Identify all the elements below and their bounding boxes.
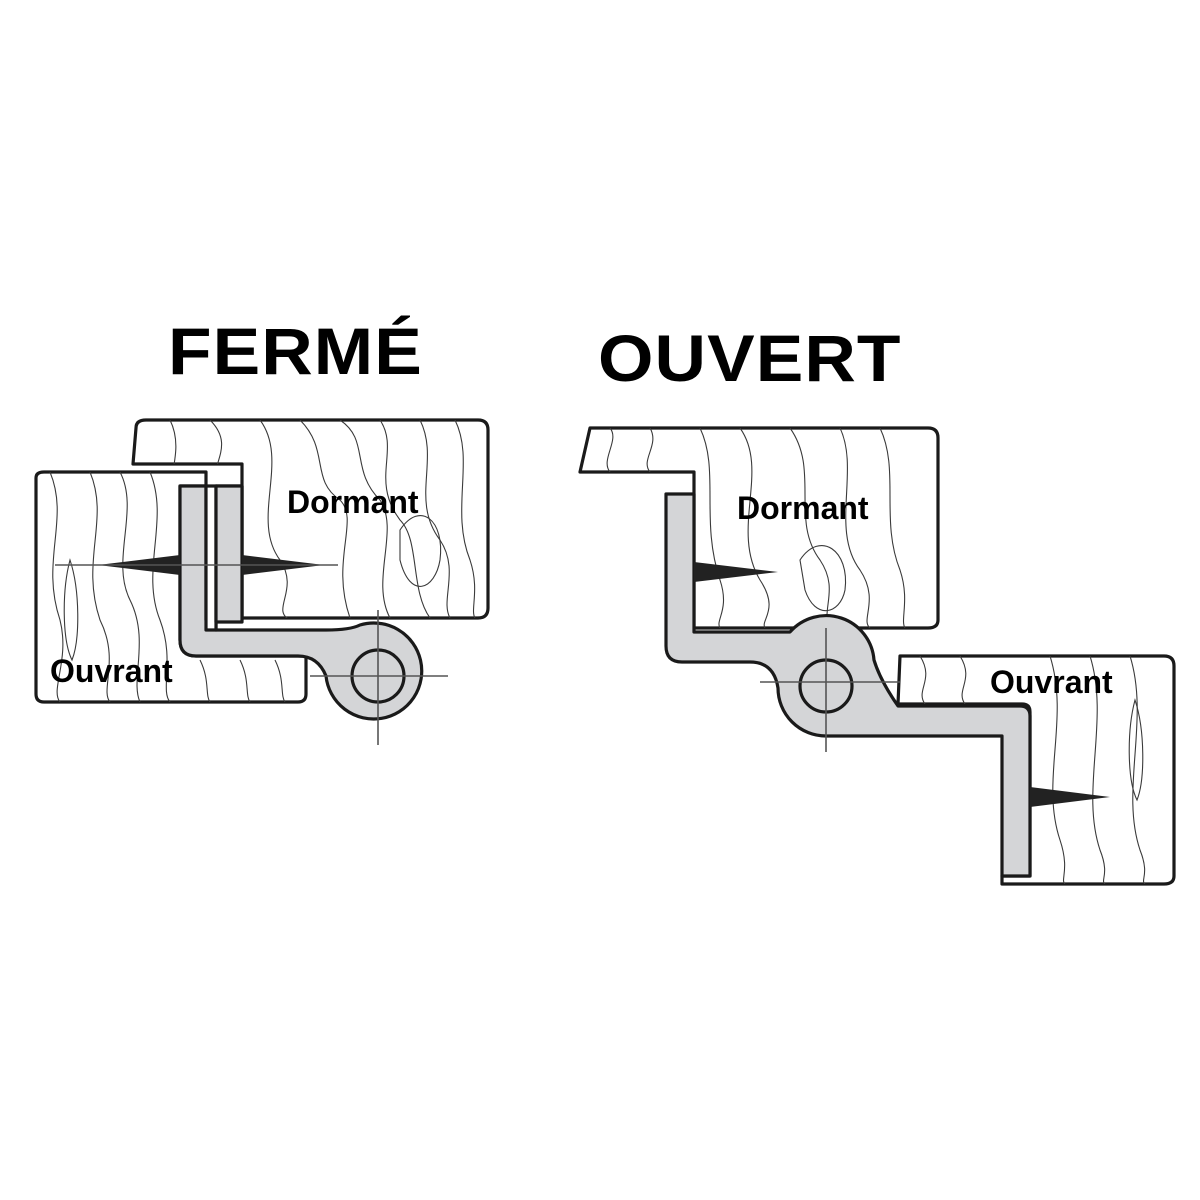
open-state-drawing [578,426,1176,886]
open-frame-label: Dormant [737,490,869,526]
closed-leaf-label: Ouvrant [50,653,173,689]
closed-state-drawing [34,418,490,745]
closed-frame-label: Dormant [287,484,419,520]
wood-grain [606,428,906,628]
wood-grain [919,656,1146,884]
wood-grain [49,472,286,702]
open-leaf-label: Ouvrant [990,664,1113,700]
wood-grain [167,420,476,618]
open-title: OUVERT [598,321,902,395]
closed-title: FERMÉ [168,314,423,388]
